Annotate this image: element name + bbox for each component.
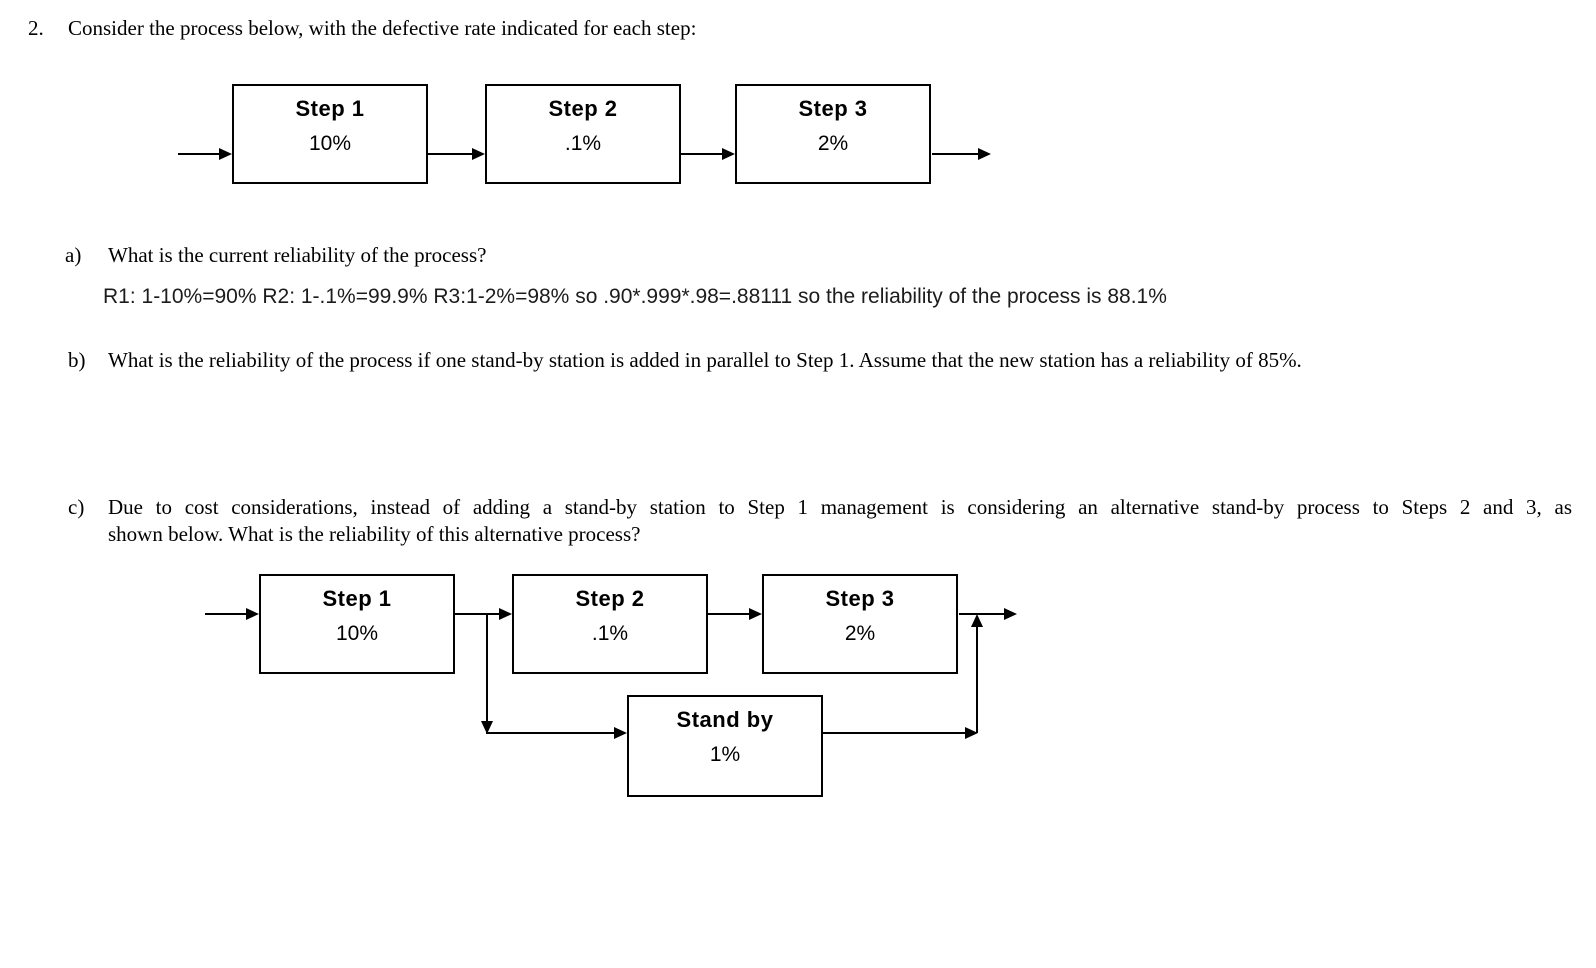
standby-entry-arrow-icon xyxy=(614,727,627,739)
part-c-question: Due to cost considerations, instead of a… xyxy=(108,494,1572,548)
question-prompt: Consider the process below, with the def… xyxy=(68,16,697,40)
step1-defective-rate: 10% xyxy=(308,132,352,155)
alt-step2-to-step3-arrow-icon xyxy=(749,608,762,620)
standby-title: Stand by xyxy=(676,707,774,732)
alt-entry-arrow-line xyxy=(205,613,248,615)
step2-box: Step 2 .1% xyxy=(485,84,681,184)
step1-to-step2-arrow-line xyxy=(428,153,474,155)
part-b-label: b) xyxy=(68,348,86,372)
alt-step2-title: Step 2 xyxy=(575,586,645,611)
step3-defective-rate: 2% xyxy=(817,132,849,155)
standby-defective-rate: 1% xyxy=(709,743,741,766)
alt-exit-arrow-icon xyxy=(1004,608,1017,620)
part-c-label: c) xyxy=(68,495,85,519)
step1-to-step2-arrow-icon xyxy=(472,148,485,160)
alt-step1-to-step2-arrow-icon xyxy=(499,608,512,620)
exit-arrow-icon xyxy=(978,148,991,160)
alt-step1-title: Step 1 xyxy=(322,586,392,611)
alt-step3-title: Step 3 xyxy=(825,586,895,611)
part-a-question: What is the current reliability of the p… xyxy=(108,243,487,267)
step2-to-step3-arrow-icon xyxy=(722,148,735,160)
exit-arrow-line xyxy=(932,153,979,155)
alt-entry-arrow-icon xyxy=(246,608,259,620)
alt-step2-to-step3-arrow-line xyxy=(708,613,751,615)
part-b-question: What is the reliability of the process i… xyxy=(108,348,1302,372)
standby-output-arrow-icon xyxy=(965,727,978,739)
standby-output-line xyxy=(823,732,966,734)
step2-to-step3-arrow-line xyxy=(680,153,724,155)
standby-branch-down-arrow-icon xyxy=(481,721,493,734)
part-c-question-line1: Due to cost considerations, instead of a… xyxy=(108,495,1572,519)
standby-rejoin-up-arrow-icon xyxy=(971,614,983,627)
alt-step1-box: Step 1 10% xyxy=(259,574,455,674)
standby-rejoin-up-line xyxy=(976,625,978,733)
question-number: 2. xyxy=(28,16,44,40)
part-a-answer: R1: 1-10%=90% R2: 1-.1%=99.9% R3:1-2%=98… xyxy=(103,285,1167,308)
part-a-label: a) xyxy=(65,243,82,267)
standby-box: Stand by 1% xyxy=(627,695,823,797)
step3-title: Step 3 xyxy=(798,96,868,121)
step2-defective-rate: .1% xyxy=(564,132,602,155)
step1-box: Step 1 10% xyxy=(232,84,428,184)
alt-step2-defective-rate: .1% xyxy=(591,622,629,645)
alt-step1-defective-rate: 10% xyxy=(335,622,379,645)
alt-step3-box: Step 3 2% xyxy=(762,574,958,674)
entry-arrow-line xyxy=(178,153,221,155)
standby-branch-down-line xyxy=(486,614,488,724)
alt-step2-box: Step 2 .1% xyxy=(512,574,708,674)
step2-title: Step 2 xyxy=(548,96,618,121)
part-c-question-line2: shown below. What is the reliability of … xyxy=(108,522,641,546)
alt-step1-to-step2-arrow-line xyxy=(455,613,501,615)
step1-title: Step 1 xyxy=(295,96,365,121)
standby-branch-right-line xyxy=(486,732,616,734)
alt-step3-defective-rate: 2% xyxy=(844,622,876,645)
entry-arrow-icon xyxy=(219,148,232,160)
step3-box: Step 3 2% xyxy=(735,84,931,184)
